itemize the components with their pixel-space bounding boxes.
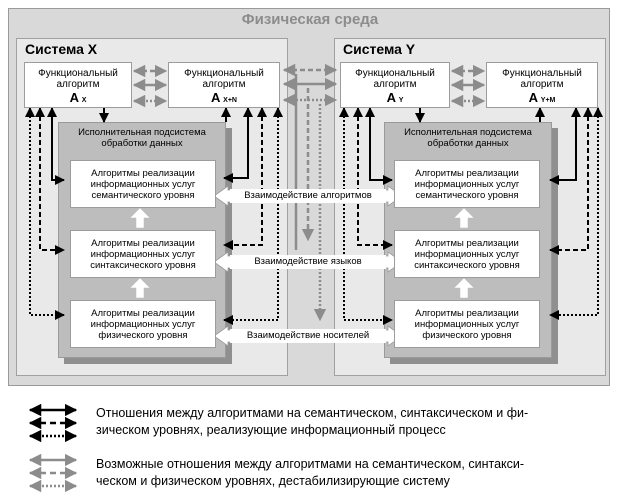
func-algorithm-aym: Функциональный алгоритм A Y+M bbox=[486, 62, 598, 108]
environment-title: Физическая среда bbox=[241, 11, 379, 28]
gray-arrows-func-x bbox=[132, 64, 168, 108]
legend-black-text: Отношения между алгоритмами на семантиче… bbox=[96, 405, 606, 439]
level-sem-y-l3: семантического уровня bbox=[415, 189, 519, 201]
legend-gray-line1: Возможные отношения между алгоритмами на… bbox=[96, 457, 525, 471]
subsystem-x-title-2: обработки данных bbox=[101, 138, 183, 149]
func-to-subsystem-arrows bbox=[99, 107, 545, 123]
subsystem-y-title-2: обработки данных bbox=[427, 138, 509, 149]
func-algorithm-ay: Функциональный алгоритм A Y bbox=[340, 62, 450, 108]
level-syn-y-l3: синтаксического уровня bbox=[414, 259, 520, 271]
interaction-languages-label: Взаимодействие языков bbox=[230, 255, 386, 269]
func-aym-sub: Y+M bbox=[540, 97, 556, 104]
gray-arrows-cross bbox=[282, 63, 338, 322]
legend-arrows-gray bbox=[28, 453, 78, 493]
interaction-algorithms-label: Взаимодействие алгоритмов bbox=[230, 189, 386, 203]
level-syn-x-l2: информационных услуг bbox=[90, 248, 196, 260]
level-phy-y-l2: информационных услуг bbox=[414, 318, 520, 330]
subsystem-y-title-1: Исполнительная подсистема bbox=[404, 127, 532, 138]
func-ax-line2: алгоритм bbox=[56, 79, 100, 90]
func-axn-name: A bbox=[211, 90, 221, 105]
level-sem-x-l1: Алгоритмы реализации bbox=[91, 167, 195, 179]
func-algorithm-axn: Функциональный алгоритм A X+N bbox=[168, 62, 280, 108]
subsystem-x-title-1: Исполнительная подсистема bbox=[78, 127, 206, 138]
level-syn-x-l3: синтаксического уровня bbox=[90, 259, 196, 271]
level-sem-y-l2: информационных услуг bbox=[414, 178, 520, 190]
legend-gray-text: Возможные отношения между алгоритмами на… bbox=[96, 456, 606, 490]
func-axn-line2: алгоритм bbox=[202, 79, 246, 90]
level-sem-x-l2: информационных услуг bbox=[90, 178, 196, 190]
black-arrows-y bbox=[339, 107, 603, 325]
func-axn-line1: Функциональный bbox=[184, 68, 264, 79]
level-syn-y-l2: информационных услуг bbox=[414, 248, 520, 260]
func-ay-sub: Y bbox=[398, 97, 404, 104]
legend-black-line1: Отношения между алгоритмами на семантиче… bbox=[96, 406, 529, 420]
system-y-title: Система Y bbox=[343, 41, 416, 57]
func-ay-line2: алгоритм bbox=[373, 79, 417, 90]
vertical-level-arrows bbox=[129, 207, 475, 299]
level-phy-y-l1: Алгоритмы реализации bbox=[415, 307, 519, 319]
interaction-carriers-label: Взаимодействие носителей bbox=[230, 329, 386, 343]
func-algorithm-ax: Функциональный алгоритм A X bbox=[24, 62, 132, 108]
level-phy-y-l3: физического уровня bbox=[422, 329, 512, 341]
level-phy-x-l2: информационных услуг bbox=[90, 318, 196, 330]
func-ax-line1: Функциональный bbox=[38, 68, 118, 79]
level-sem-x-l3: семантического уровня bbox=[91, 189, 195, 201]
func-aym-line2: алгоритм bbox=[520, 79, 564, 90]
level-phy-x-l1: Алгоритмы реализации bbox=[91, 307, 195, 319]
func-ax-name: A bbox=[69, 90, 79, 105]
system-x-title: Система X bbox=[25, 41, 98, 57]
level-phy-x-l3: физического уровня bbox=[98, 329, 188, 341]
func-ay-name: A bbox=[386, 90, 396, 105]
level-sem-y-l1: Алгоритмы реализации bbox=[415, 167, 519, 179]
func-aym-line1: Функциональный bbox=[502, 68, 582, 79]
func-ax-sub: X bbox=[81, 97, 87, 104]
gray-arrows-func-y bbox=[450, 64, 486, 108]
func-ay-line1: Функциональный bbox=[355, 68, 435, 79]
level-syn-x-l1: Алгоритмы реализации bbox=[91, 237, 195, 249]
level-syn-y-l1: Алгоритмы реализации bbox=[415, 237, 519, 249]
legend-arrows-black bbox=[28, 403, 78, 443]
legend-gray-line2: ческом и физическом уровнях, дестабилизи… bbox=[96, 474, 450, 488]
legend-black-line2: зическом уровнях, реализующие информацио… bbox=[96, 423, 446, 437]
func-aym-name: A bbox=[528, 90, 538, 105]
func-axn-sub: X+N bbox=[223, 97, 237, 104]
black-arrows-x bbox=[25, 107, 283, 325]
